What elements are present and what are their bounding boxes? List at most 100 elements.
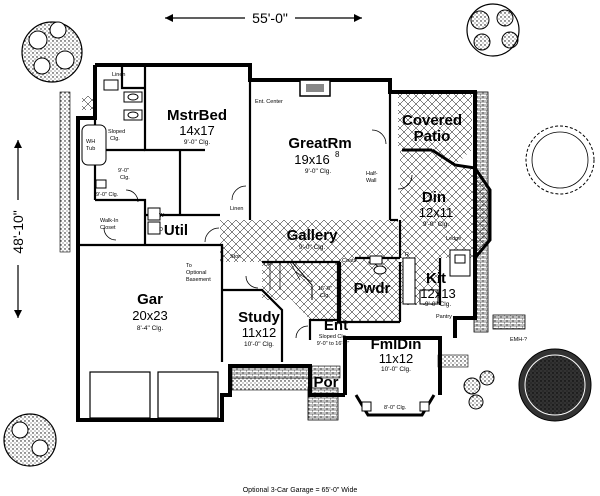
room-pwdr: Pwdr xyxy=(354,280,391,297)
note-r: R xyxy=(405,252,409,258)
room-util: Util xyxy=(164,222,188,239)
plan-notes: Linen Ent. Center Sloped Clg. WH Tub 9'-… xyxy=(86,72,527,411)
master-bath-fixtures xyxy=(81,79,143,189)
note-sloped-2: Clg. xyxy=(110,136,120,142)
note-wh: WH xyxy=(86,139,95,145)
room-mstrbed: MstrBed 14x17 9'-0" Clg. xyxy=(167,107,227,146)
hedge-left xyxy=(59,91,71,253)
room-gallery: Gallery 9'-0" Clg. xyxy=(287,227,339,251)
exterior-walls xyxy=(76,63,477,422)
door-swings xyxy=(103,129,413,339)
por-name: Por xyxy=(313,374,338,391)
width-label: 55'-0" xyxy=(252,10,288,26)
note-to-2: Optional xyxy=(186,270,207,276)
room-ent: Ent Sloped Clg. 9'-0" to 16'-0" xyxy=(317,317,350,347)
greatrm-size-sup: 8 xyxy=(335,150,340,159)
patio-line1: Covered xyxy=(402,112,462,129)
din-name: Din xyxy=(422,189,446,206)
room-greatrm: GreatRm 19x16 8 9'-0" Clg. xyxy=(288,135,351,175)
kit-size: 12x13 xyxy=(420,286,455,301)
shrub-right-edge xyxy=(525,125,595,195)
gar-size: 20x23 xyxy=(132,308,167,323)
note-plan-id: EMH-? xyxy=(510,337,527,343)
note-clg-9a: 9'-0" xyxy=(118,168,129,174)
note-to-1: To xyxy=(186,263,192,269)
rear-brick-step xyxy=(492,314,526,330)
garage-doors xyxy=(89,371,219,419)
note-stair-clg-2: Clg. xyxy=(320,293,330,299)
width-dimension: 55'-0" xyxy=(165,10,362,26)
room-patio: Covered Patio xyxy=(402,112,462,145)
kitchen-fixtures xyxy=(402,249,471,305)
room-por: Por xyxy=(313,374,338,391)
tree-top-right xyxy=(466,3,520,57)
room-kit: Kit 12x13 9'-0" Clg. xyxy=(420,270,455,308)
tree-bottom-left xyxy=(3,413,57,467)
patio-line2: Patio xyxy=(414,128,451,145)
note-coats: Coats xyxy=(342,258,357,264)
note-stor: Stor. xyxy=(230,254,242,260)
fmldin-clg: 10'-0" Clg. xyxy=(381,366,411,373)
tile-floors xyxy=(82,92,488,322)
mstrbed-size: 14x17 xyxy=(179,123,214,138)
note-d: D xyxy=(159,227,163,233)
din-size: 12x11 xyxy=(419,205,453,220)
util-name: Util xyxy=(164,222,188,239)
tree-bottom-right xyxy=(518,348,592,422)
depth-dimension: 48'-10" xyxy=(10,140,26,318)
ent-name: Ent xyxy=(324,317,348,334)
note-clg-9b: Clg. xyxy=(120,175,130,181)
mstrbed-name: MstrBed xyxy=(167,107,227,124)
study-name: Study xyxy=(238,309,280,326)
note-clg-bath: 9'-0" Clg. xyxy=(96,192,119,198)
gar-clg: 8'-4" Clg. xyxy=(137,325,164,332)
note-bay-clg: 8'-0" Clg. xyxy=(384,405,407,411)
greatrm-clg: 9'-0" Clg. xyxy=(305,168,332,175)
note-linen-top: Linen xyxy=(112,72,125,78)
footer-note: Optional 3-Car Garage = 65'-0" Wide xyxy=(243,487,358,494)
tree-top-left xyxy=(21,21,83,83)
pwdr-name: Pwdr xyxy=(354,280,391,297)
note-walkin-1: Walk-In xyxy=(100,218,118,224)
din-clg: 9'-0" Clg. xyxy=(423,221,450,228)
stair xyxy=(262,261,313,300)
fireplace xyxy=(299,79,331,97)
note-stair-clg-1: 16'-0" xyxy=(318,286,332,292)
gallery-clg: 9'-0" Clg. xyxy=(299,244,326,251)
note-ledge: Ledge xyxy=(446,236,461,242)
study-size: 11x12 xyxy=(242,325,276,340)
porch-step xyxy=(307,387,339,421)
fmldin-size: 11x12 xyxy=(379,351,413,366)
gallery-name: Gallery xyxy=(287,227,339,244)
note-half-1: Half- xyxy=(366,171,378,177)
room-study: Study 11x12 10'-0" Clg. xyxy=(238,309,280,348)
room-din: Din 12x11 9'-0" Clg. xyxy=(419,189,453,228)
greatrm-size: 19x16 xyxy=(294,152,329,167)
ent-clg2: 9'-0" to 16'-0" xyxy=(317,341,350,347)
note-walkin-2: Closet xyxy=(100,225,116,231)
note-ent-center: Ent. Center xyxy=(255,99,283,105)
note-tub: Tub xyxy=(86,146,95,152)
note-half-2: Wall xyxy=(366,178,377,184)
note-linen-mid: Linen xyxy=(230,206,243,212)
study-clg: 10'-0" Clg. xyxy=(244,341,274,348)
kit-name: Kit xyxy=(426,270,446,287)
ent-clg1: Sloped Clg. xyxy=(319,334,348,340)
note-w: W xyxy=(159,213,165,219)
note-pantry: Pantry xyxy=(436,314,452,320)
gar-name: Gar xyxy=(137,291,163,308)
note-to-3: Basement xyxy=(186,277,211,283)
note-sloped-1: Sloped xyxy=(108,129,125,135)
note-up: UP xyxy=(264,262,272,268)
shrub-bottom-right xyxy=(463,370,495,410)
fmldin-name: FmlDin xyxy=(371,336,422,353)
pwdr-fixtures xyxy=(369,255,387,275)
kit-clg: 9'-0" Clg. xyxy=(425,301,452,308)
room-fmldin: FmlDin 11x12 10'-0" Clg. xyxy=(371,336,422,373)
greatrm-name: GreatRm xyxy=(288,135,351,152)
depth-label: 48'-10" xyxy=(10,210,26,253)
room-gar: Gar 20x23 8'-4" Clg. xyxy=(132,291,167,332)
util-fixtures xyxy=(147,207,161,235)
mstrbed-clg: 9'-0" Clg. xyxy=(184,139,211,146)
